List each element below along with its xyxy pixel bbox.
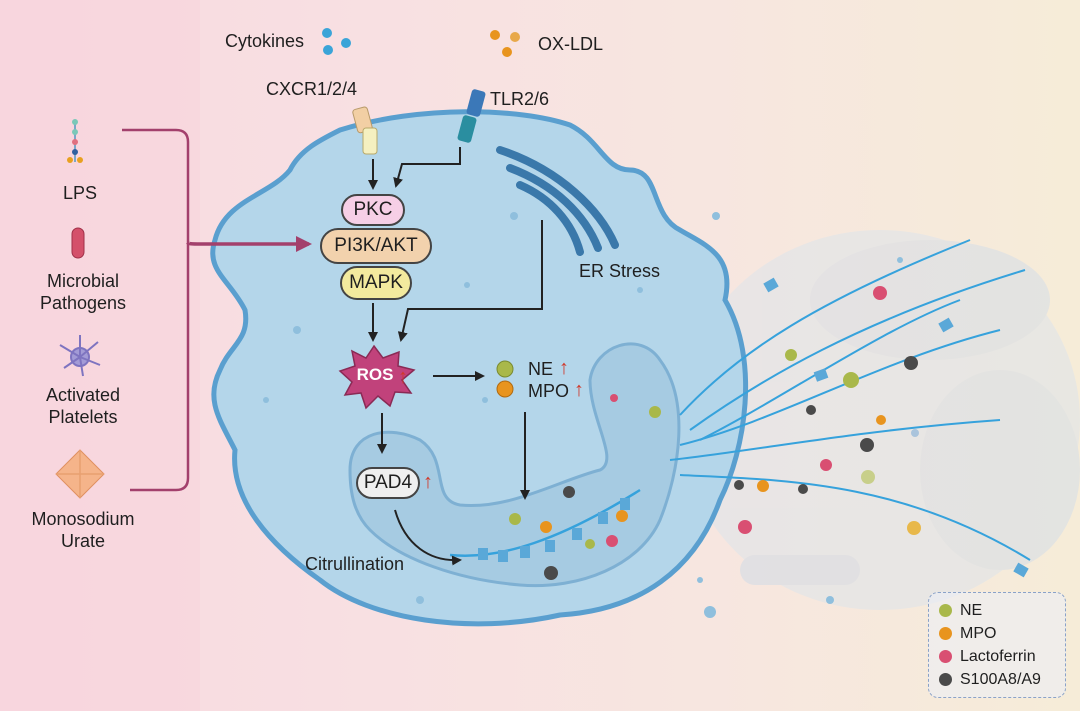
legend-lactoferrin-dot xyxy=(939,650,952,663)
ros-label: ROS xyxy=(356,365,394,384)
pad4-node: PAD4 xyxy=(356,467,420,499)
cxcr-label: CXCR1/2/4 xyxy=(266,79,358,99)
mpo-granule-icon xyxy=(496,380,514,398)
triggers-bracket xyxy=(122,128,190,492)
cytokines-icon xyxy=(322,28,351,55)
legend-s100-label: S100A8/A9 xyxy=(960,670,1041,688)
mapk-node: MAPK xyxy=(340,266,412,300)
oxldl-icon xyxy=(490,30,520,57)
ros-burst-icon xyxy=(338,344,416,410)
cxcr-receptor-icon xyxy=(352,106,378,155)
legend-mpo-dot xyxy=(939,627,952,640)
legend-ne-label: NE xyxy=(960,601,983,619)
ros-up-arrow-icon: ↑ xyxy=(398,366,408,388)
monosodium-urate-label: Monosodium Urate xyxy=(31,509,135,551)
granule-particles xyxy=(509,286,921,580)
legend-item-ne: NE xyxy=(939,599,1065,622)
extracellular-dna-strands xyxy=(449,239,1031,561)
tlr-receptor-icon xyxy=(457,89,486,143)
lps-icon xyxy=(67,119,83,163)
ne-granule-icon xyxy=(496,360,514,378)
legend-ne-dot xyxy=(939,604,952,617)
signal-arrows xyxy=(368,147,543,566)
pkc-node: PKC xyxy=(341,194,405,226)
microbial-pathogen-icon xyxy=(71,227,85,259)
legend-mpo-label: MPO xyxy=(960,624,997,642)
activated-platelets-label: Activated Platelets xyxy=(45,385,121,427)
legend-item-s100: S100A8/A9 xyxy=(939,668,1065,691)
legend-item-lactoferrin: Lactoferrin xyxy=(939,645,1065,668)
tlr-label: TLR2/6 xyxy=(490,89,550,109)
left-panel xyxy=(0,0,200,711)
histone-nodes xyxy=(478,277,1029,578)
endoplasmic-reticulum xyxy=(496,146,619,256)
triggers-arrow xyxy=(186,236,312,252)
legend-lactoferrin-label: Lactoferrin xyxy=(960,647,1036,665)
legend-s100-dot xyxy=(939,673,952,686)
mpo-up-arrow-icon: ↑ xyxy=(574,379,584,401)
legend-item-mpo: MPO xyxy=(939,622,1065,645)
monosodium-urate-icon xyxy=(55,449,105,499)
pad4-up-arrow-icon: ↑ xyxy=(423,471,433,493)
nucleus xyxy=(348,342,681,588)
citrullination-label: Citrullination xyxy=(305,554,405,574)
oxldl-label: OX-LDL xyxy=(538,34,604,54)
activated-platelet-icon xyxy=(59,335,101,377)
ne-label: NE xyxy=(528,359,554,379)
pi3k-akt-node: PI3K/AKT xyxy=(320,228,432,264)
er-stress-label: ER Stress xyxy=(579,261,661,281)
microbial-pathogens-label: Microbial Pathogens xyxy=(39,271,127,313)
lps-label: LPS xyxy=(62,183,98,203)
cell-vesicles xyxy=(263,212,903,618)
ne-up-arrow-icon: ↑ xyxy=(559,357,569,379)
mpo-label: MPO xyxy=(528,381,570,401)
cytokines-label: Cytokines xyxy=(225,31,305,51)
legend: NE MPO Lactoferrin S100A8/A9 xyxy=(928,592,1066,698)
